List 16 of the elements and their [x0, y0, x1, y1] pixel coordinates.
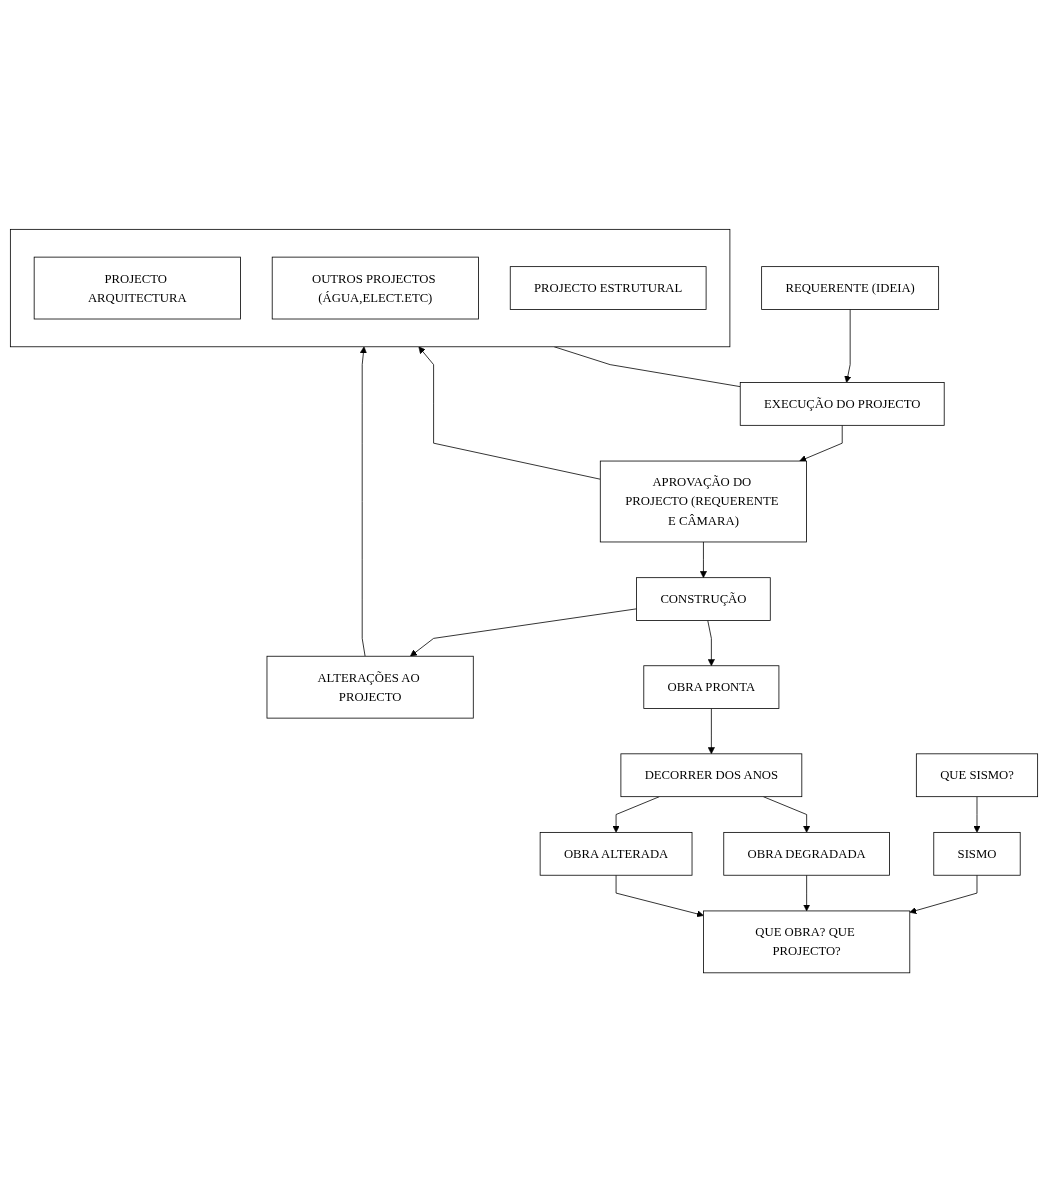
node-box: OBRA PRONTA — [643, 665, 780, 710]
node-box: QUE OBRA? QUE PROJECTO? — [703, 910, 911, 974]
node-box: OUTROS PROJECTOS (ÁGUA,ELECT.ETC) — [271, 257, 479, 320]
node-box: EXECUÇÃO DO PROJECTO — [739, 382, 945, 427]
node-box: QUE SISMO? — [915, 753, 1039, 798]
node-box: APROVAÇÃO DO PROJECTO (REQUERENTE E CÂMARA) — [599, 461, 807, 543]
node-box: OBRA ALTERADA — [539, 832, 693, 877]
node-box: PROJECTO ARQUITECTURA — [33, 257, 241, 320]
cluster — [9, 229, 731, 348]
node-box: REQUERENTE (IDEIA) — [761, 266, 940, 311]
node-box: SISMO — [933, 832, 1021, 877]
node-box: DECORRER DOS ANOS — [620, 753, 803, 798]
node-box: ALTERAÇÕES AO PROJECTO — [266, 656, 474, 719]
node-box: PROJECTO ESTRUTURAL — [509, 266, 707, 311]
node-box: CONSTRUÇÃO — [636, 577, 771, 622]
node-box: OBRA DEGRADADA — [723, 832, 890, 877]
